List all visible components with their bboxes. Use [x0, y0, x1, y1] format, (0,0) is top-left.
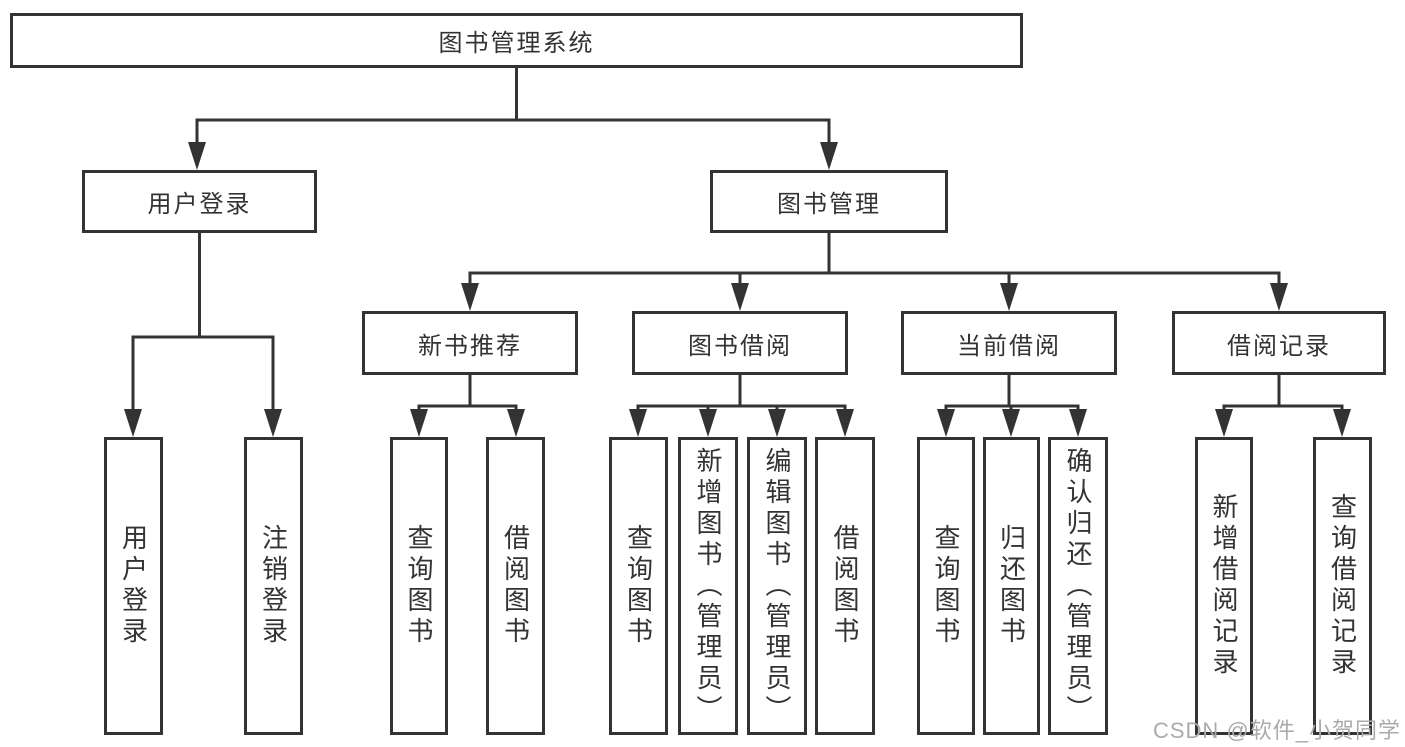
- node-book-borrowing: 图书借阅: [632, 311, 848, 375]
- leaf-return-books: 归还图书: [983, 437, 1040, 735]
- csdn-watermark: CSDN @软件_小贺同学: [1152, 718, 1401, 743]
- arrowhead-down-icon: [410, 409, 428, 437]
- arrowhead-down-icon: [820, 142, 838, 170]
- arrowhead-down-icon: [629, 409, 647, 437]
- arrowhead-down-icon: [461, 283, 479, 311]
- node-user-login: 用户登录: [82, 170, 317, 233]
- arrowhead-down-icon: [1000, 283, 1018, 311]
- node-borrowing-records: 借阅记录: [1172, 311, 1386, 375]
- arrowhead-down-icon: [507, 409, 525, 437]
- arrowhead-down-icon: [1002, 409, 1020, 437]
- arrowhead-down-icon: [124, 409, 142, 437]
- node-new-book-recommend: 新书推荐: [362, 311, 578, 375]
- arrowhead-down-icon: [937, 409, 955, 437]
- leaf-borrow-books-recommend: 借阅图书: [486, 437, 545, 735]
- leaf-query-books-borrowing: 查询图书: [609, 437, 668, 735]
- leaf-edit-book-admin: 编辑图书（管理员）: [747, 437, 807, 735]
- node-current-borrowing: 当前借阅: [901, 311, 1117, 375]
- leaf-confirm-return-admin: 确认归还（管理员）: [1048, 437, 1108, 735]
- node-book-management: 图书管理: [710, 170, 948, 233]
- arrowhead-down-icon: [1333, 409, 1351, 437]
- node-library-system: 图书管理系统: [10, 13, 1023, 68]
- arrowhead-down-icon: [1215, 409, 1233, 437]
- leaf-logout: 注销登录: [244, 437, 303, 735]
- arrowhead-down-icon: [264, 409, 282, 437]
- leaf-user-login: 用户登录: [104, 437, 163, 735]
- arrowhead-down-icon: [188, 142, 206, 170]
- leaf-borrow-books-borrowing: 借阅图书: [815, 437, 875, 735]
- arrowhead-down-icon: [1270, 283, 1288, 311]
- arrowhead-down-icon: [768, 409, 786, 437]
- arrowhead-down-icon: [836, 409, 854, 437]
- leaf-query-borrow-record: 查询借阅记录: [1313, 437, 1372, 735]
- arrowhead-down-icon: [699, 409, 717, 437]
- leaf-query-books-current: 查询图书: [917, 437, 975, 735]
- leaf-add-book-admin: 新增图书（管理员）: [678, 437, 738, 735]
- arrowhead-down-icon: [1069, 409, 1087, 437]
- leaf-add-borrow-record: 新增借阅记录: [1195, 437, 1253, 735]
- arrowhead-down-icon: [731, 283, 749, 311]
- leaf-query-books-recommend: 查询图书: [390, 437, 448, 735]
